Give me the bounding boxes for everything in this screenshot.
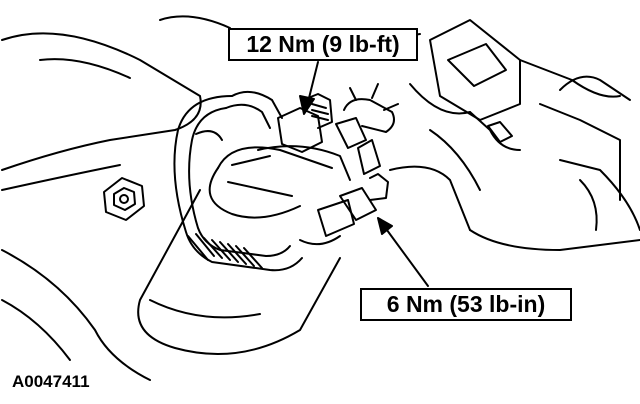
figure-id-label: A0047411 bbox=[12, 372, 90, 391]
torque-callout-upper: 12 Nm (9 lb-ft) bbox=[228, 28, 418, 61]
torque-callout-lower: 6 Nm (53 lb-in) bbox=[360, 288, 572, 321]
pressure-fittings bbox=[277, 83, 399, 246]
leader-arrows bbox=[299, 61, 429, 287]
background-structure-right bbox=[379, 19, 640, 251]
refrigerant-hose bbox=[173, 90, 303, 272]
accumulator-canister bbox=[137, 145, 351, 355]
mounting-nut bbox=[103, 177, 145, 221]
background-structure-left bbox=[1, 15, 231, 381]
